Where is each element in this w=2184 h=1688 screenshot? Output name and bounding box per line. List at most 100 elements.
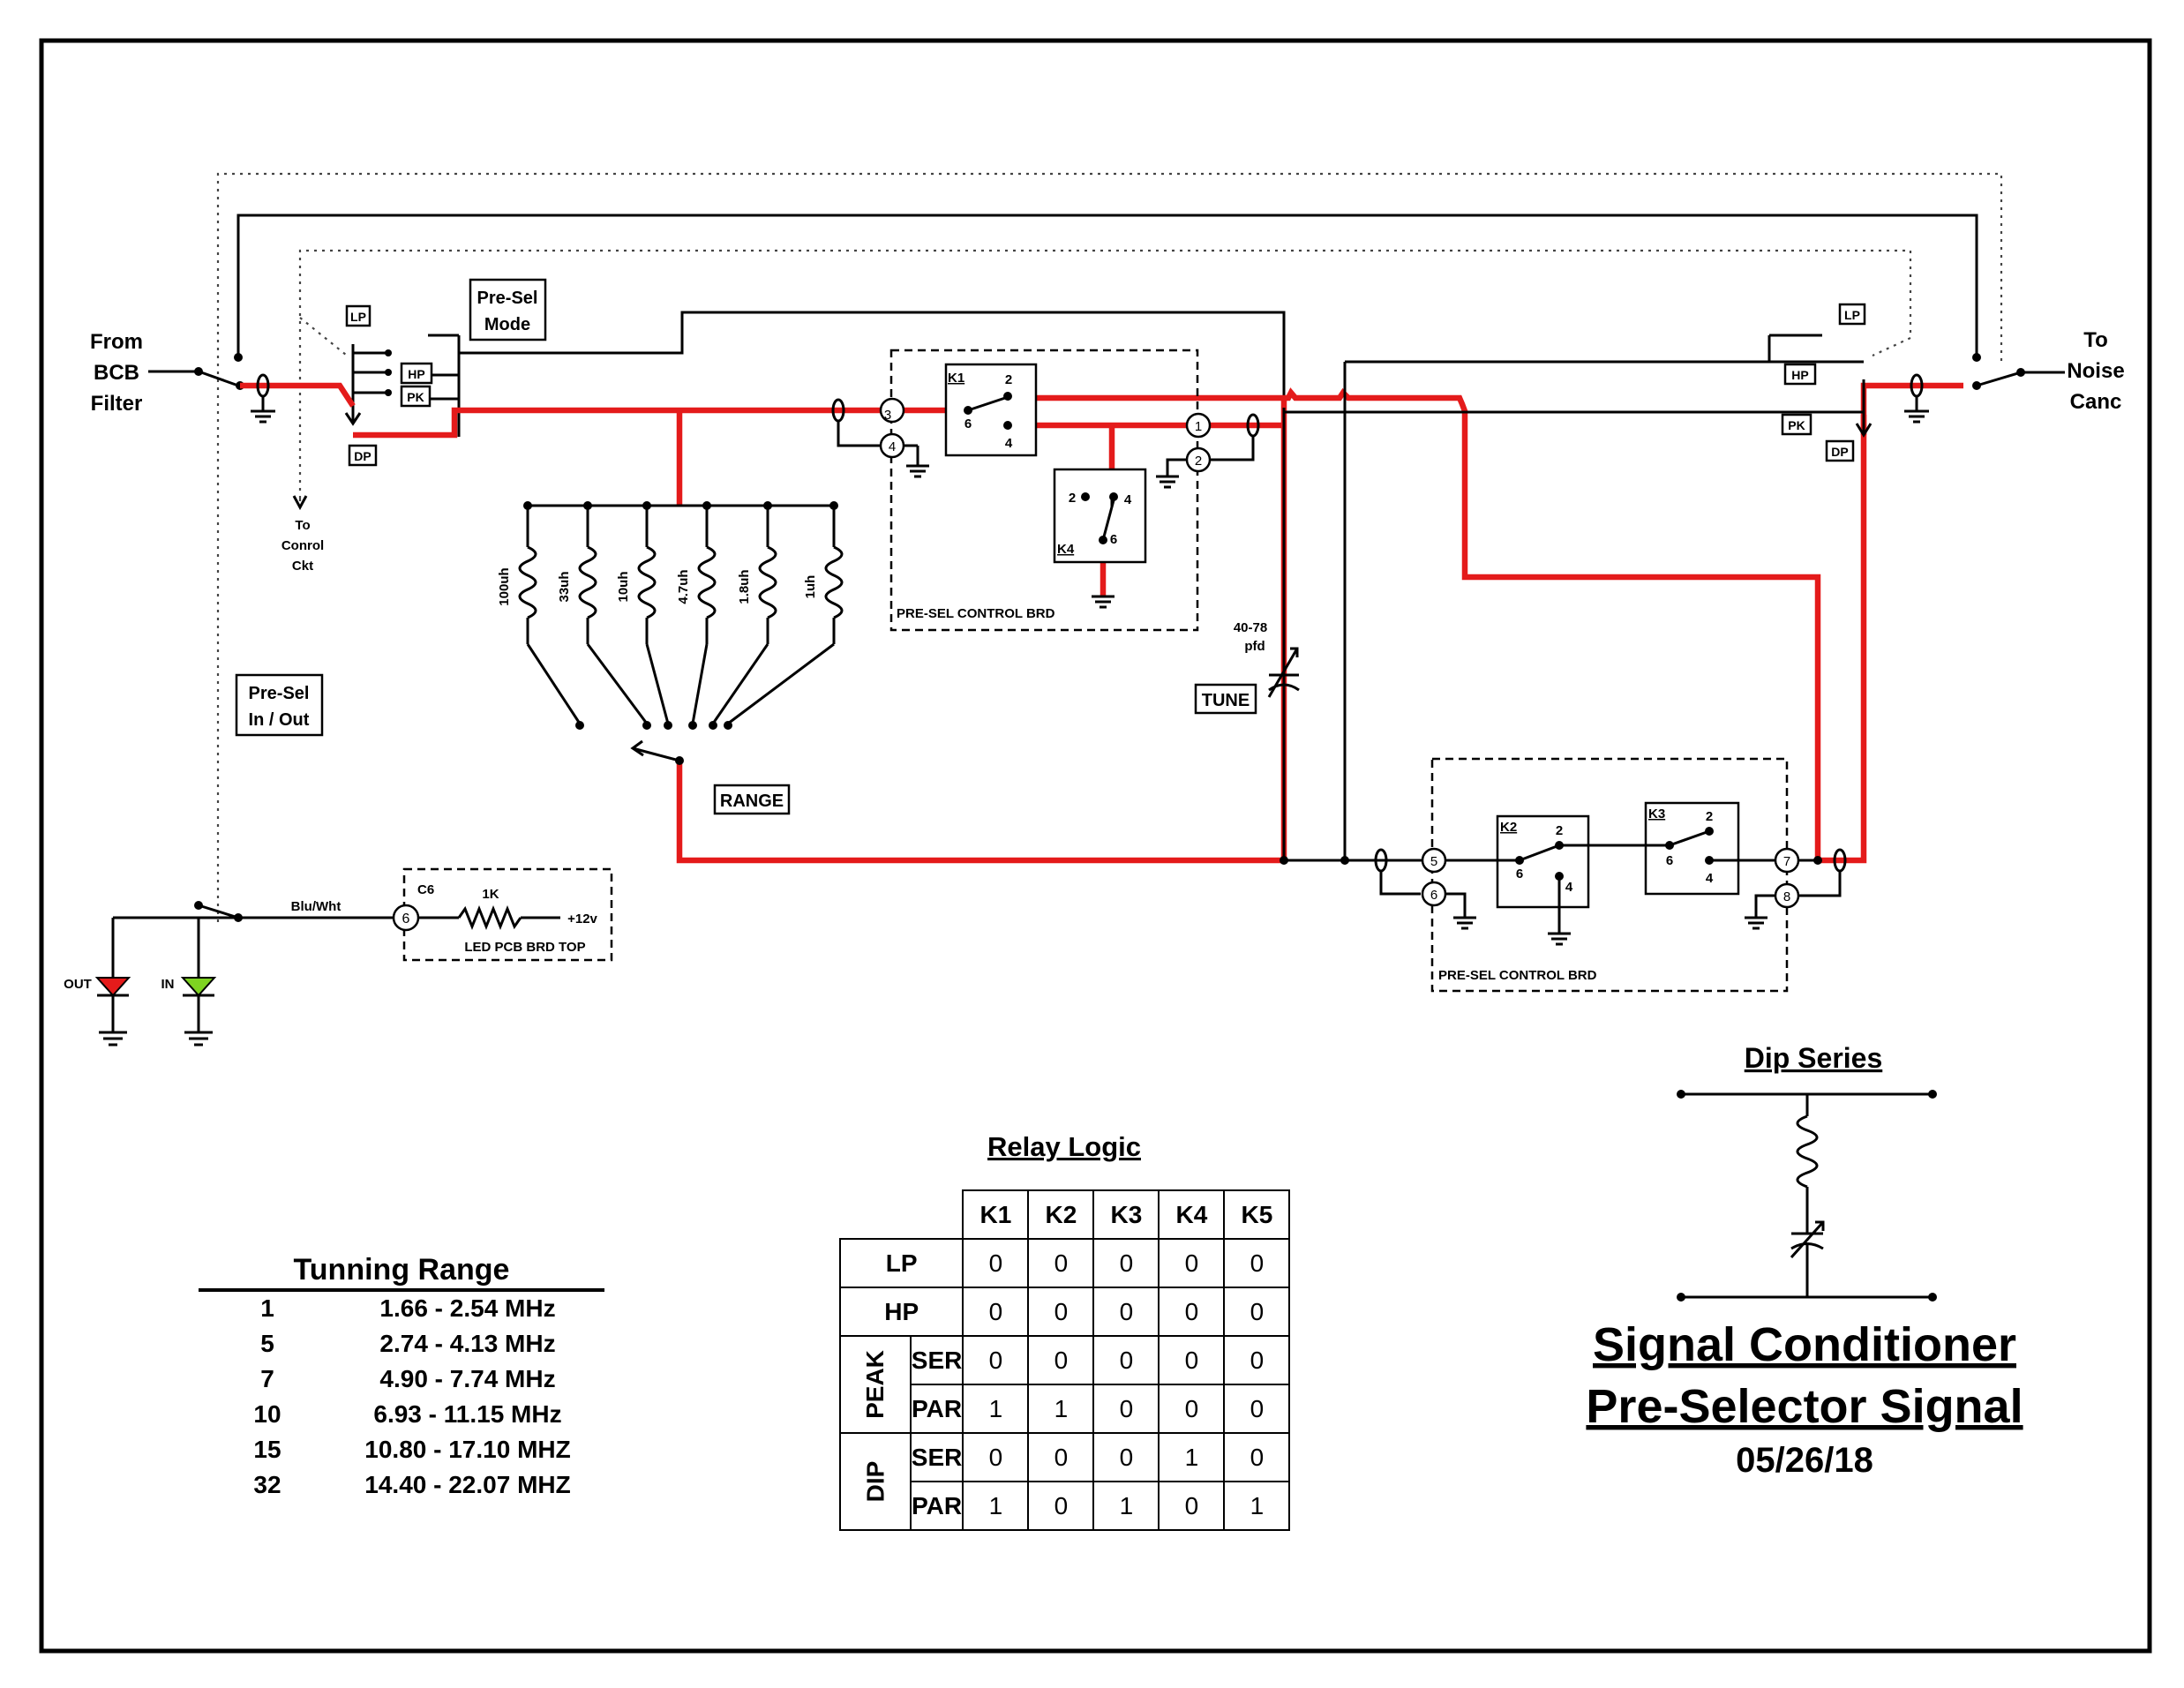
label-box-pk-left (400, 385, 432, 408)
inductor-label: 10uh (616, 571, 631, 602)
to-control-label-3: Ckt (292, 559, 313, 574)
cell: 0 (1223, 1432, 1291, 1482)
dip-series-capacitor (1790, 1220, 1825, 1259)
relay-k1 (944, 363, 1038, 457)
tuning-range-value: 6.93 - 11.15 MHz (373, 1400, 561, 1428)
in-led-label: IN (161, 977, 175, 992)
svg-text:6: 6 (964, 416, 972, 431)
presel-mode-label-1: Pre-Sel (477, 289, 538, 308)
cell: 0 (1027, 1432, 1095, 1482)
range-switch-contact (709, 721, 717, 730)
output-switch-blade (1976, 371, 2022, 387)
led-pcb-board (402, 867, 613, 962)
cell: 0 (1092, 1287, 1160, 1337)
control-board-upper-label: PRE-SEL CONTROL BRD (897, 606, 1055, 621)
cell: 0 (1158, 1335, 1226, 1385)
cell: 0 (1158, 1384, 1226, 1434)
svg-text:6: 6 (1110, 532, 1117, 547)
dotted-control-line-outer (216, 172, 2003, 922)
group-peak: PEAK (839, 1335, 912, 1434)
row-label: PAR (909, 1481, 964, 1531)
in-led-icon (180, 977, 217, 997)
inductor-label: 4.7uh (676, 569, 691, 604)
col-header: K2 (1027, 1189, 1095, 1240)
bypass-wire (236, 214, 1978, 357)
c6-label: C6 (417, 882, 434, 897)
tuning-setting: 5 (260, 1330, 274, 1357)
supply-label: +12v (567, 912, 597, 927)
title-date: 05/26/18 (1736, 1441, 1873, 1480)
cell: 0 (1158, 1287, 1226, 1337)
to-label-1: To (2083, 328, 2108, 352)
cell: 1 (962, 1481, 1030, 1531)
cell: 0 (1027, 1287, 1095, 1337)
signal-path-main (353, 407, 897, 439)
cell: 0 (1027, 1238, 1095, 1288)
range-tap-wire (691, 643, 709, 724)
cell: 0 (962, 1287, 1030, 1337)
signal-path-input (240, 382, 356, 408)
range-switch-contact (688, 721, 697, 730)
cell: 0 (1223, 1384, 1291, 1434)
resistor-1k (457, 904, 522, 931)
row-label: LP (838, 1238, 964, 1288)
range-label: RANGE (720, 791, 784, 811)
pin-1 (1185, 412, 1212, 439)
range-switch-contact (664, 721, 672, 730)
svg-text:2: 2 (1706, 809, 1713, 824)
label-box-presel-inout (235, 673, 324, 737)
tune-label: TUNE (1202, 691, 1250, 710)
svg-text:6: 6 (1516, 867, 1523, 882)
dotted-link-left (299, 317, 347, 356)
cell: 0 (1223, 1287, 1291, 1337)
cell: 1 (1092, 1481, 1160, 1531)
label-box-pk-right (1781, 413, 1812, 436)
mode-switch-arrow-left (344, 412, 362, 426)
row-label: PAR (909, 1384, 964, 1434)
cell: 0 (1027, 1481, 1095, 1531)
input-switch-blade (200, 371, 239, 387)
tuning-range-value: 14.40 - 22.07 MHZ (364, 1471, 570, 1498)
relay-k3 (1644, 801, 1740, 896)
presel-inout-label-1: Pre-Sel (249, 684, 310, 703)
wire-label: Blu/Wht (291, 899, 341, 914)
tuning-setting: 7 (260, 1365, 274, 1392)
svg-text:4: 4 (1706, 871, 1714, 886)
group-dip: DIP (839, 1432, 912, 1531)
cell: 0 (1158, 1481, 1226, 1531)
cell: 0 (962, 1335, 1030, 1385)
inductor-label: 33uh (557, 571, 572, 602)
label-box-tune (1194, 683, 1257, 715)
from-label-3: Filter (91, 392, 143, 416)
cell: 0 (1092, 1384, 1160, 1434)
cell: 0 (1158, 1238, 1226, 1288)
to-control-label-1: To (295, 518, 310, 533)
lp-label-right: LP (1844, 308, 1860, 322)
hp-label-left: HP (408, 367, 424, 381)
tuning-range-value: 4.90 - 7.74 MHz (379, 1365, 555, 1392)
cell: 1 (1223, 1481, 1291, 1531)
dip-series-title: Dip Series (1745, 1042, 1883, 1074)
relay-logic-title: Relay Logic (987, 1131, 1141, 1162)
svg-text:6: 6 (1666, 853, 1673, 868)
from-label-1: From (90, 330, 143, 354)
tuning-range-value: 1.66 - 2.54 MHz (379, 1294, 555, 1322)
svg-text:8: 8 (1783, 889, 1790, 904)
col-header: K1 (962, 1189, 1030, 1240)
from-label-2: BCB (94, 361, 139, 385)
cell: 1 (1158, 1432, 1226, 1482)
col-header: K5 (1223, 1189, 1291, 1240)
inductor-10uh (637, 545, 657, 619)
control-board-lower-label: PRE-SEL CONTROL BRD (1438, 968, 1597, 983)
label-box-hp-right (1783, 363, 1817, 386)
label-box-range (713, 784, 791, 815)
to-label-3: Canc (2070, 390, 2122, 414)
label-box-lp-left (345, 304, 372, 327)
row-label: SER (909, 1335, 964, 1385)
title-line-1: Signal Conditioner (1593, 1318, 2016, 1371)
pk-label-right: PK (1788, 418, 1805, 432)
relay-row-lp: LP 0 0 0 0 0 (838, 1238, 1291, 1288)
hp-label-right: HP (1791, 368, 1808, 382)
